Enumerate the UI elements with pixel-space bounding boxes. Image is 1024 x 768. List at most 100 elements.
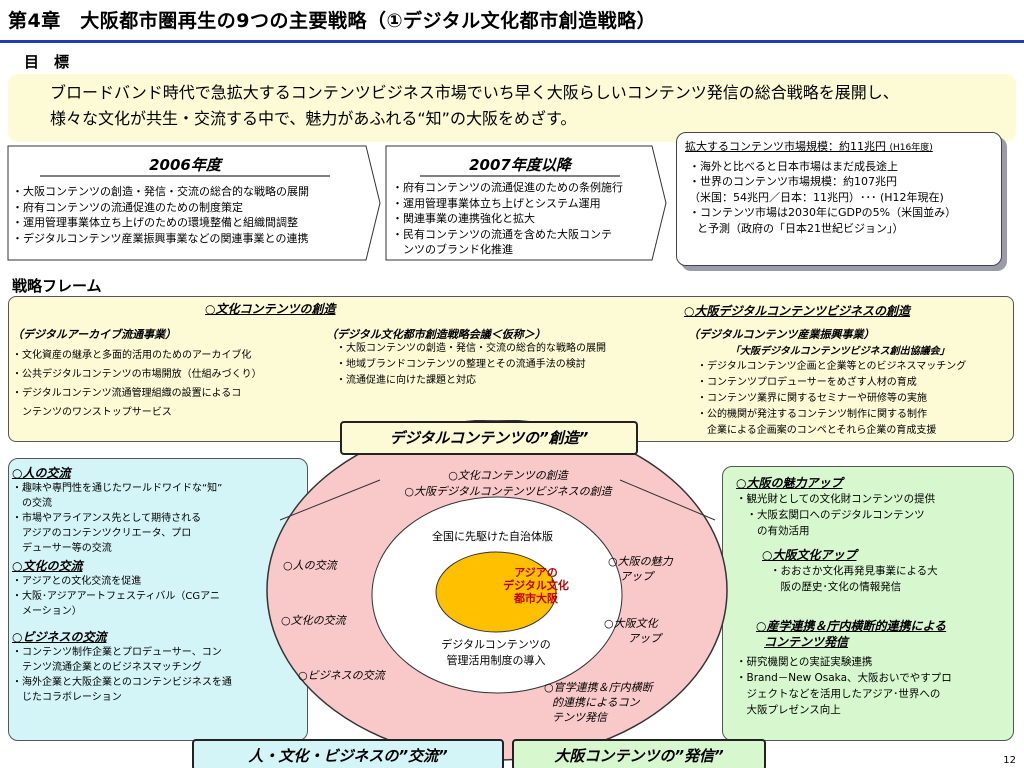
list-item: ・アジアとの文化交流を促進 [12,576,142,587]
list-item: ・デジタルコンテンツ産業振興事業などの関連事業との連携 [12,231,309,245]
list-item: ・コンテンツ業界に関するセミナーや研修等の実施 [697,393,927,404]
business-subtitle: （デジタルコンテンツ産業振興事業） [688,328,875,341]
pill-exchange: 人・文化・ビジネスの”交流” [192,739,504,768]
charm-title: ○大阪の魅力アップ [736,476,843,490]
industry-title: ○産学連携＆庁内横断的連携による コンテンツ発信 [756,618,946,650]
list-item: ・運用管理事業体立ち上げのための環境整備と組織間調整 [12,216,298,229]
market-box: 拡大するコンテンツ市場規模：約11兆円 (H16年度) ・海外と比べると日本市場… [676,132,1002,266]
ring-label-culture: ○文化の交流 [281,614,346,627]
timeline-year-2007: 2007年度以降 [469,156,571,174]
ring-label: ○大阪の魅力 [608,555,673,568]
list-item: ・大阪コンテンツの創造・発信・交流の総合的な戦略の展開 [336,343,606,354]
business-list: ・デジタルコンテンツ企画と企業等とのビジネスマッチング ・コンテンツプロデューサ… [697,359,966,439]
framework-box [8,296,1014,442]
list-item: の有効活用 [736,525,810,537]
list-item: ・地域ブランドコンテンツの整理とその流通手法の検討 [336,359,586,370]
market-list: ・海外と比べると日本市場はまだ成長途上 ・世界のコンテンツ市場規模：約107兆円… [685,159,993,237]
page-title: 第4章 大阪都市圏再生の9つの主要戦略（①デジタル文化都市創造戦略） [8,10,657,32]
market-heading-note: (H16年度) [889,143,933,153]
council-list: ・大阪コンテンツの創造・発信・交流の総合的な戦略の展開 ・地域ブランドコンテンツ… [336,341,606,389]
list-item: ・観光財としての文化財コンテンツの提供 [736,493,936,505]
list-item: じたコラボレーション [12,692,122,703]
charm-list: ・観光財としての文化財コンテンツの提供 ・大阪玄関口へのデジタルコンテンツ の有… [736,491,935,539]
osaka-culture-title: ○大阪文化アップ [762,548,857,562]
list-item: ・趣味や専門性を通じたワールドワイドな“知” [12,483,223,494]
core-line: 都市大阪 [514,592,558,605]
list-item: ・公共デジタルコンテンツの市場開放（仕組みづくり） [12,369,262,380]
timeline-arrow-2007 [385,145,667,261]
heading-line: コンテンツ発信 [764,635,849,649]
list-item: ジェクトなどを活用したアジア･世界への [736,688,941,700]
list-item: ・大阪コンテンツの創造・発信・交流の総合的な戦略の展開 [12,185,309,198]
timeline-list-2006: ・大阪コンテンツの創造・発信・交流の総合的な戦略の展開 ・府有コンテンツの流通促… [12,184,309,246]
industry-list: ・研究機関との実証実験連携 ・Brand－New Osaka、大阪おいでやすプロ… [736,654,952,718]
list-item: と予測（政府の「日本21世紀ビジョン」） [697,221,904,235]
list-item: ・流通促進に向けた課題と対応 [336,375,476,386]
list-item: ・大阪玄関口へのデジタルコンテンツ [736,509,925,521]
ring-label: テンツ発信 [552,711,607,724]
framework-heading: 戦略フレーム [12,277,102,295]
people-title: ○人の交流 [12,466,71,480]
page-number: 12 [1003,755,1016,766]
list-item: メーション） [12,606,82,617]
list-item: ・府有コンテンツの流通促進のための条例施行 [392,181,623,194]
list-item: ンテンツのワンストップサービス [12,407,172,418]
exchange-box [8,458,308,741]
list-item: デューサー等の交流 [12,543,112,554]
osaka-culture-list: ・おおさか文化再発見事業による大 阪の歴史･文化の情報発信 [770,563,938,595]
list-item: ・デジタルコンテンツ企画と企業等とのビジネスマッチング [697,361,967,372]
ring-label: アップ [620,570,653,583]
ring-label: 的連携によるコン [552,696,640,709]
goal-heading: 目 標 [24,53,70,71]
list-item: ・大阪･アジアアートフェスティバル（CGアニ [12,591,220,602]
list-item: ・府有コンテンツの流通促進のための制度策定 [12,200,243,214]
list-item: ・コンテンツ市場は2030年にGDPの5%（米国並み） [689,206,957,219]
list-item: ・Brand－New Osaka、大阪おいでやすプロ [736,672,952,684]
inner-bottom-label: デジタルコンテンツの 管理活用制度の導入 [426,637,566,669]
ring-label-business: ○ビジネスの交流 [298,669,385,682]
business-title: ○大阪デジタルコンテンツビジネスの創造 [684,304,910,318]
inner-top-label: 全国に先駆けた自治体版 [432,530,553,543]
pill-creation: デジタルコンテンツの”創造” [340,421,638,455]
council-title: （デジタル文化都市創造戦略会議＜仮称＞） [326,328,546,341]
creation-title: ○文化コンテンツの創造 [205,302,336,316]
market-heading: 拡大するコンテンツ市場規模：約11兆円 (H16年度) [685,139,993,157]
list-item: ・関連事業の連携強化と拡大 [392,212,535,225]
list-item: ・運用管理事業体立ち上げとシステム運用 [392,196,601,210]
business-exchange-list: ・コンテンツ制作企業とプロデューサー、コン テンツ流通企業とのビジネスマッチング… [12,645,232,705]
list-item: の交流 [12,498,52,509]
list-item: アジアのコンテンツクリエータ、プロ [12,528,192,539]
culture-title: ○文化の交流 [12,559,83,573]
core-ellipse [435,551,557,633]
list-item: ンツのブランド化推進 [392,243,513,256]
list-item: ・公的機関が発注するコンテンツ制作に関する制作 [697,409,927,420]
market-heading-text: 拡大するコンテンツ市場規模：約11兆円 [685,140,886,153]
list-item: ・海外と比べると日本市場はまだ成長途上 [689,159,898,173]
list-item: ・世界のコンテンツ市場規模：約107兆円 [689,175,897,188]
core-label: アジアの デジタル文化 都市大阪 [456,566,616,605]
center-diagram [266,420,728,761]
ring-label-charm: ○大阪の魅力 アップ [608,554,673,584]
list-item: 企業による企画案のコンペとそれら企業の育成支援 [697,425,937,436]
ring-label-people: ○人の交流 [283,559,337,572]
goal-line: ブロードバンド時代で急拡大するコンテンツビジネス市場でいち早く大阪らしいコンテン… [50,83,899,102]
business-council: 「大阪デジタルコンテンツビジネス創出協議会」 [730,346,950,357]
list-item: 阪の歴史･文化の情報発信 [770,581,902,593]
ring-label-osaka-culture: ○大阪文化 アップ [604,616,661,646]
timeline-year-2006: 2006年度 [149,156,221,174]
dispatch-box [722,466,1014,741]
list-item: ・民有コンテンツの流通を含めた大阪コンテ [392,227,612,241]
ring-label: ○文化コンテンツの創造 [448,469,568,482]
goal-box [8,74,1016,142]
timeline-arrows [7,145,667,261]
list-item: ・コンテンツプロデューサーをめざす人材の育成 [697,377,917,388]
list-item: ・おおさか文化再発見事業による大 [770,565,938,577]
list-item: （米国：54兆円／日本：11兆円）･･･ (H12年現在) [689,190,944,204]
inner-line: デジタルコンテンツの [441,638,551,651]
heading-line: ○産学連携＆庁内横断的連携による [756,619,947,633]
list-item: ・コンテンツ制作企業とプロデューサー、コン [12,647,222,658]
timeline-list-2007: ・府有コンテンツの流通促進のための条例施行 ・運用管理事業体立ち上げとシステム運… [392,180,623,258]
ring-label: ○大阪デジタルコンテンツビジネスの創造 [404,485,612,498]
business-exchange-title: ○ビジネスの交流 [12,630,107,644]
list-item: テンツ流通企業とのビジネスマッチング [12,662,202,673]
